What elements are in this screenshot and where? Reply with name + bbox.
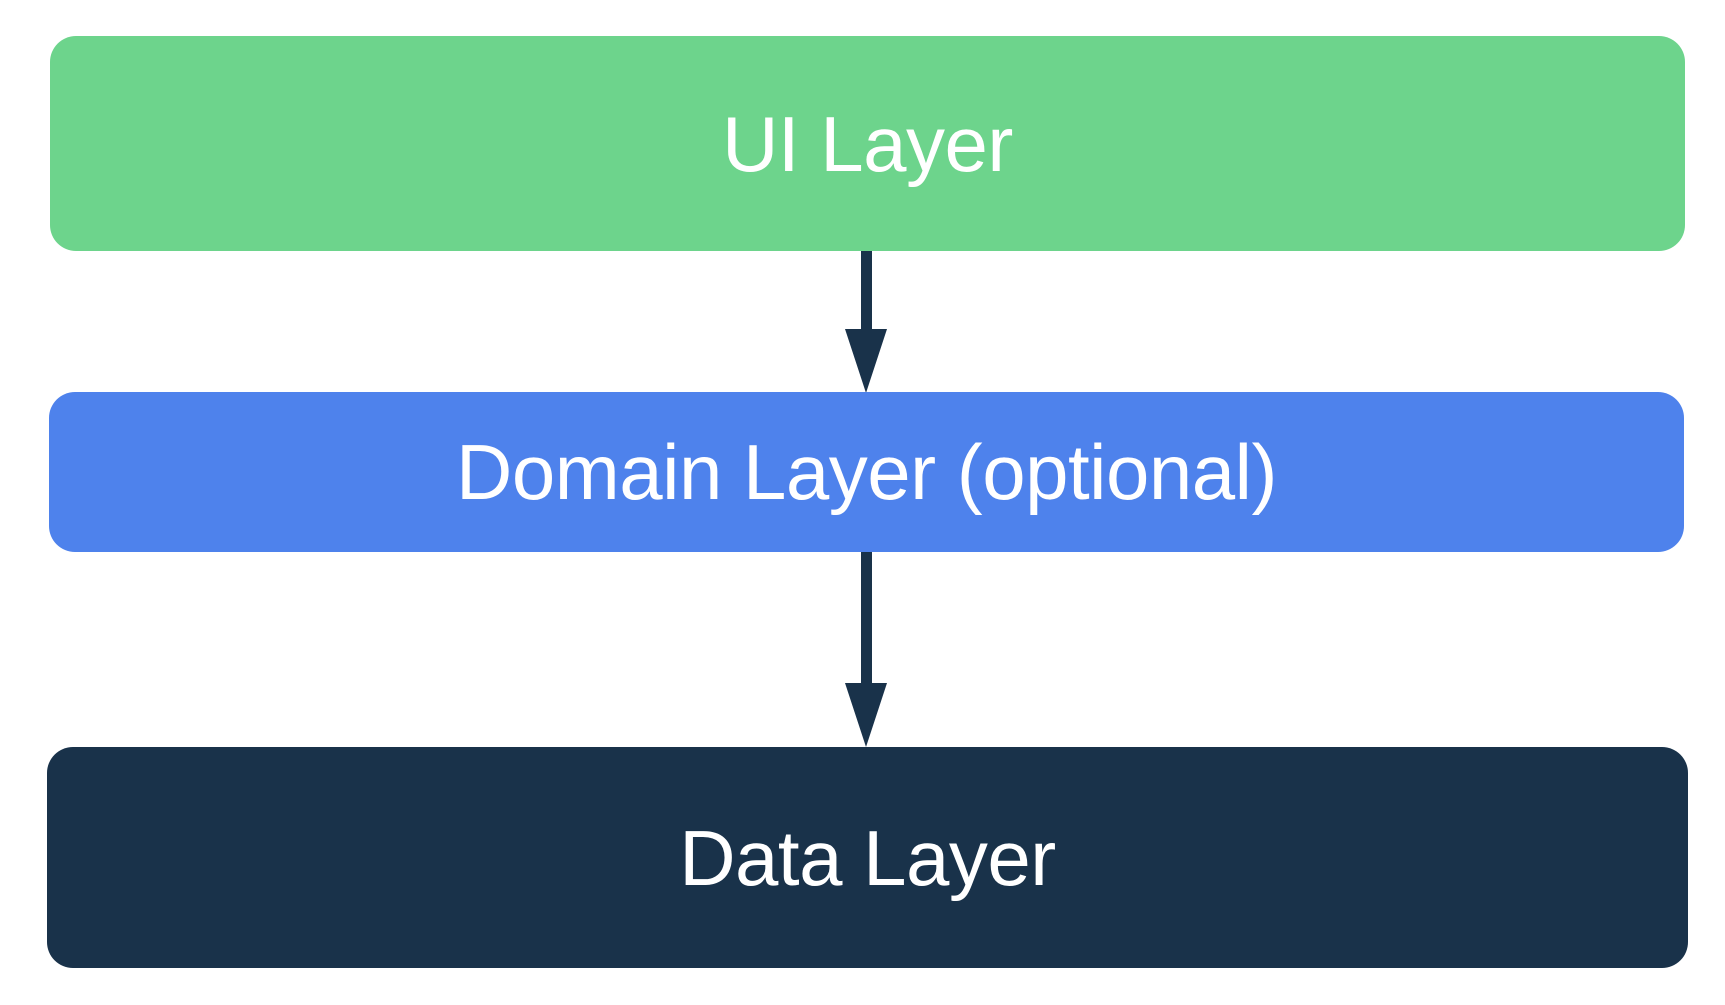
arrow-shaft (861, 552, 872, 685)
layer-label-ui: UI Layer (722, 99, 1013, 188)
arrow-domain-to-data (845, 552, 887, 748)
arrow-head-down-icon (845, 329, 887, 393)
layer-box-domain[interactable]: Domain Layer (optional) (49, 392, 1684, 552)
layer-label-data: Data Layer (679, 813, 1056, 902)
layer-box-data[interactable]: Data Layer (47, 747, 1688, 968)
arrow-ui-to-domain (845, 251, 887, 393)
arrow-shaft (861, 251, 872, 331)
layer-box-ui[interactable]: UI Layer (50, 36, 1685, 251)
arrow-head-down-icon (845, 683, 887, 747)
layer-label-domain: Domain Layer (optional) (456, 428, 1277, 516)
